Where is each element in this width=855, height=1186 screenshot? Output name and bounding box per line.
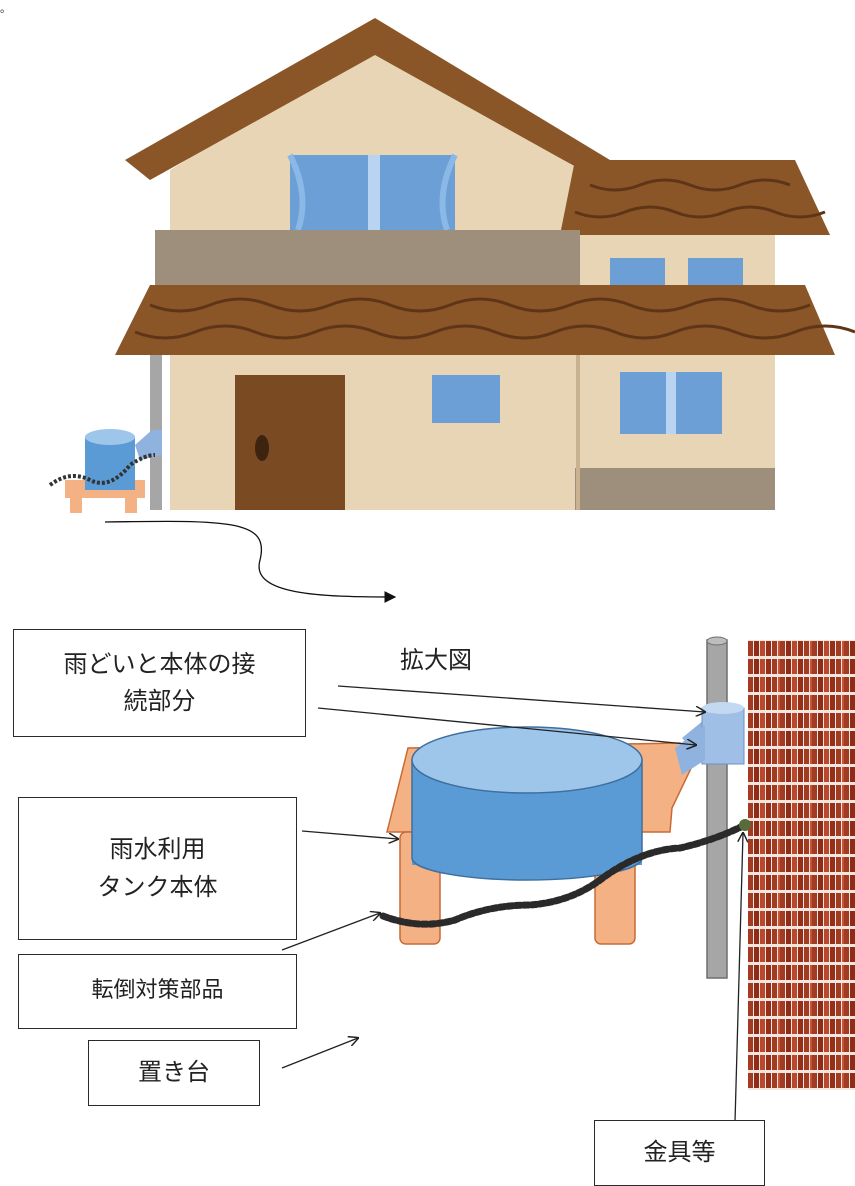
arrow-gutter-2 [317,707,696,745]
lower-window-middle [432,375,500,423]
arrow-bracket [734,833,743,1123]
arrow-tank [301,830,398,839]
tank-cylinder [411,759,643,881]
connector-collar [701,707,745,765]
label-tank-body-text: 雨水利用 タンク本体 [97,835,218,901]
small-tank-connector [135,430,162,460]
main-roof [125,18,610,180]
tank-top [411,726,643,794]
house-illustration [48,18,855,513]
label-stand-text: 置き台 [138,1058,210,1087]
label-bracket-text: 金具等 [643,1138,716,1167]
balcony [155,230,580,290]
bracket-mount [739,819,751,831]
side-roof [560,160,830,235]
downpipe [706,639,728,979]
brick-wall [748,640,855,1090]
lower-roof [115,285,835,355]
side-roof-waves [574,178,826,219]
small-tank-chain [48,453,156,487]
connector-spout [675,725,705,775]
enlarged-view-label: 拡大図 [400,646,472,674]
arrow-chain [281,913,380,951]
door-knob [255,435,269,461]
lower-right-base [575,468,775,510]
enlarged-view [379,636,855,1090]
small-window-right [688,258,743,290]
label-tip-prevention-text: 転倒対策部品 [91,978,224,1004]
label-gutter-connection-text: 雨どいと本体の接 続部分 [63,649,256,715]
page-corner-mark: 。 [0,2,11,15]
curved-pointer-arrow [104,520,397,603]
lower-wall [170,340,575,510]
arrow-gutter-1 [337,685,705,712]
label-gutter-connection: 雨どいと本体の接 続部分 [13,629,306,737]
tip-prevention-chain [379,821,749,928]
lower-roof-waves [134,297,855,340]
arrow-stand [281,1038,358,1069]
small-window-left [610,258,665,290]
label-bracket: 金具等 [594,1120,765,1186]
label-tank-body: 雨水利用 タンク本体 [18,797,297,940]
upper-wall [170,45,580,235]
label-tip-prevention: 転倒対策部品 [18,954,297,1029]
right-upper-wall [575,225,775,295]
label-stand: 置き台 [88,1040,260,1106]
front-door [235,375,345,510]
